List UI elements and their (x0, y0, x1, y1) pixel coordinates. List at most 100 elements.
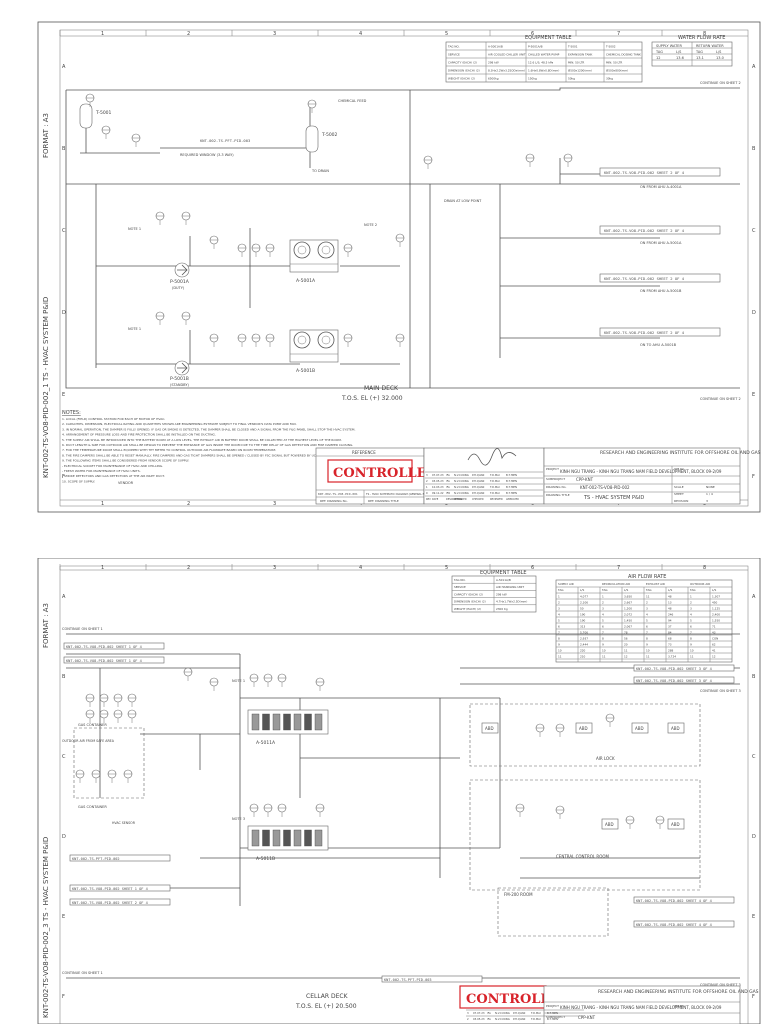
ahu-section (251, 713, 260, 731)
column-number: 3 (273, 501, 276, 507)
revision-cell: T.D.MAI (531, 1017, 541, 1021)
offsheet-connectors (63, 642, 735, 983)
equipment-cell: TAG NO. (447, 45, 460, 49)
column-number: 4 (359, 565, 362, 571)
abd-damper (601, 818, 619, 830)
note1-label: NOTE 1 (232, 679, 245, 683)
note-line: 4. ARRANGEMENT OF PRESSURE LOSS AND FIRE… (62, 433, 216, 437)
ahu-section (314, 713, 323, 731)
offsheet-connectors (599, 167, 721, 337)
air-flow-cell: 62 (712, 643, 716, 647)
ref-connector-b: KNT-002-TS-VO8-PID-002 SHEET 1 OF 4 (66, 659, 142, 663)
deck-elevation: T.O.S. EL (+) 32.000 (341, 395, 403, 402)
abd-label: ABD (671, 726, 680, 731)
revision-cell: P.H.QUAN (472, 473, 484, 477)
drawing-no-label: DRAWING No. (546, 485, 567, 489)
sheet-border (37, 558, 761, 1024)
air-flow-cell: 246 (668, 613, 674, 617)
equipment-cell: DIMENSION (EACH) (2) (454, 600, 486, 604)
wf-val-1: 12 (656, 56, 660, 60)
notes-block: 1. LOCAL (FIELD) CONTROL STATION FOR EAC… (62, 417, 355, 483)
equipment-cell: 6500kg (488, 77, 499, 81)
ref-connector-1: KNT-002-TS-VO8-PID-002 SHEET 2 OF 4 (604, 170, 685, 175)
offsheet-frame (69, 884, 171, 892)
revision-cell: P.H.QUAN (513, 1017, 525, 1021)
ref-connector-a: KNT-002-TS-VO8-PID-002 SHEET 1 OF 4 (66, 645, 142, 649)
subproject-label: SUBPROJECT (546, 477, 565, 481)
row-letter: E (752, 914, 755, 920)
revision-cell: N.V.CUONG (454, 479, 469, 483)
equipment-table-title: EQUIPMENT TABLE (525, 35, 572, 41)
title-block (543, 985, 741, 1024)
revision-cell: 10.03.23 (432, 485, 444, 489)
note-line: 1. LOCAL (FIELD) CONTROL STATION FOR EAC… (62, 417, 165, 421)
gas-container-label: GAS CONTAINER (78, 723, 107, 727)
expansion-tank-t5001: T-5001 (79, 103, 112, 153)
fm200-room (497, 887, 609, 937)
row-letter: C (752, 754, 756, 760)
drain-low-label: DRAIN AT LOW POINT (444, 199, 482, 203)
to-drain-label: TO DRAIN (311, 169, 329, 173)
row-letter: F (752, 994, 755, 1000)
air-flow-group-header: OUTDOOR AIR (690, 582, 710, 586)
column-number: 8 (703, 565, 706, 571)
air-flow-sub-header: L/S (712, 588, 717, 592)
air-flow-cell: 1,450 (624, 619, 632, 623)
ahu-label-4: ON TO AHU A-5001B (640, 343, 677, 347)
revision-header: DESCRIPTION (446, 498, 462, 501)
drawing-title-label: DRAWING TITLE (546, 493, 570, 497)
air-lock-room (469, 703, 701, 767)
note1-label: NOTE 1 (128, 227, 141, 231)
offsheet-frame (633, 676, 735, 684)
air-flow-cell: 9 (646, 643, 648, 647)
offsheet-frame (63, 642, 165, 650)
ahu-section (272, 829, 281, 847)
note-line: - SMOKE DETECTORS AND GAS DETECTORS AT T… (62, 474, 165, 478)
equipment-cell: 50kg (568, 77, 575, 81)
side-title: KNT-002-TS-VO8-PID-002_1 TS - HVAC SYSTE… (42, 297, 50, 478)
standby-label: (STANDBY) (170, 383, 190, 387)
tag-p5001a: P-5001A (170, 279, 190, 285)
institute-name: RESEARCH AND ENGINEERING INSTITUTE FOR O… (598, 989, 759, 995)
ref-top: KNT-002-TS-PFT-PID-003 (200, 138, 250, 143)
air-flow-cell: CON (712, 637, 718, 641)
air-flow-cell: 2,400 (712, 613, 720, 617)
air-flow-cell: 220 (580, 649, 586, 653)
revision-cell: N.V.CUONG (454, 491, 469, 495)
revision-cell: N.V.CUONG (495, 1017, 510, 1021)
air-flow-cell: 10 (646, 649, 650, 653)
equipment-cell: TAG NO. (453, 578, 466, 582)
note-line: - FRESH WATER FOR MAINTENANCE OF HVAC UN… (62, 469, 141, 473)
air-flow-cell: 4 (602, 613, 604, 617)
air-flow-cell: 3 (558, 607, 560, 611)
air-flow-cell: 10 (690, 649, 694, 653)
wf-val-2: 13.6 (676, 56, 684, 60)
ref-connector-d: KNT-002-TS-VO8-PID-002 SHEET 3 OF 4 (636, 679, 712, 683)
chemical-tank-t5002: T-5002 CHEMICAL FEED TO DRAIN (305, 99, 367, 173)
revision-cell: 1 (426, 485, 428, 489)
pump-p5001a: P-5001A (DUTY) (170, 262, 190, 290)
ref-connector-f: KNT-002-TS-VO8-PID-002 SHEET 4 OF 4 (636, 923, 712, 927)
equipment-cell: 12.6 L/S; 48.5 kPa (528, 61, 554, 65)
hvac-sensor-label: HVAC SENSOR (112, 821, 136, 825)
sheet-border (37, 21, 761, 513)
row-letter: C (62, 754, 66, 760)
offsheet-frame (381, 975, 483, 983)
equipment-cell: CHILLED WATER PUMP (528, 53, 560, 57)
scale-value: NONE (706, 485, 715, 489)
row-letter: C (62, 228, 66, 234)
revision-cell: B.T.HIEN (506, 491, 517, 495)
ref-connector-j: KNT-002-TS-PFT-PID-003 (384, 978, 432, 982)
row-letter: B (62, 146, 66, 152)
ref-connector-4: KNT-002-TS-VO8-PID-002 SHEET 2 OF 4 (604, 330, 685, 335)
chemical-feed-label: CHEMICAL FEED (338, 99, 367, 103)
equipment-cell: T-5002 (605, 45, 616, 49)
format-label: FORMAT : A3 (42, 113, 50, 158)
equipment-cell: AIR HANDLING UNIT (496, 585, 524, 589)
air-flow-group-header: RECIRCULATION AIR (602, 582, 630, 586)
note-line: 10. SCOPE OF SUPPLY: (62, 479, 95, 483)
ahu-section (251, 829, 260, 847)
revision-cell: T.D.MAI (490, 485, 500, 489)
